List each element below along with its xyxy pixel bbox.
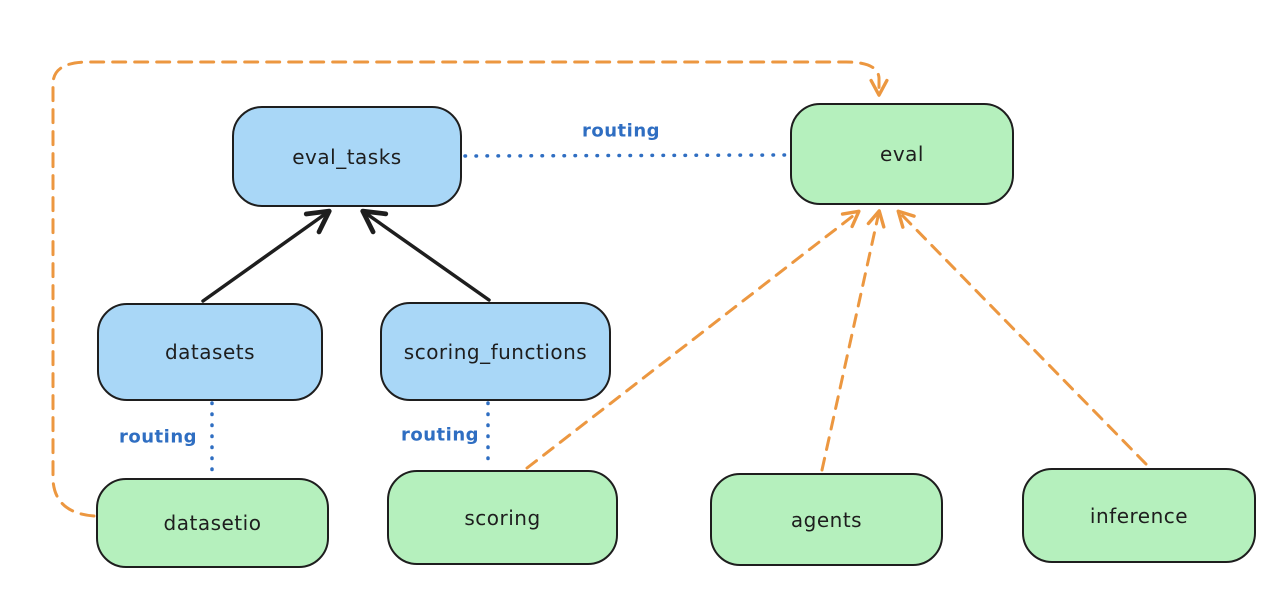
node-datasets: datasets — [97, 303, 323, 401]
node-scoring-label: scoring — [464, 505, 541, 530]
edge-label-routing-eval-tasks-eval: routing — [581, 120, 661, 142]
edge-datasets-to-eval_tasks — [201, 208, 332, 303]
node-datasetio: datasetio — [96, 478, 329, 568]
edge-agents-to-eval — [820, 209, 886, 472]
edge-inference-to-eval — [896, 209, 1148, 466]
node-agents-label: agents — [790, 507, 863, 532]
node-scoring-functions-label: scoring_functions — [403, 339, 588, 364]
node-scoring-functions: scoring_functions — [380, 302, 611, 401]
node-inference-label: inference — [1089, 503, 1189, 528]
node-inference: inference — [1022, 468, 1256, 563]
node-datasets-label: datasets — [164, 340, 256, 364]
edge-scoring_functions-to-eval_tasks — [360, 208, 491, 302]
node-eval-tasks-label: eval_tasks — [292, 144, 402, 169]
node-eval: eval — [790, 103, 1014, 205]
node-scoring: scoring — [387, 470, 618, 565]
edge-datasetio-to-eval — [51, 60, 889, 518]
node-datasetio-label: datasetio — [163, 511, 262, 535]
node-agents: agents — [710, 473, 943, 566]
node-eval-tasks: eval_tasks — [232, 106, 462, 207]
node-eval-label: eval — [880, 142, 924, 166]
edge-eval_tasks-to-eval-routing — [463, 153, 789, 158]
edge-label-routing-datasets-datasetio: routing — [118, 426, 198, 448]
edge-scoring-to-eval — [525, 209, 861, 470]
edge-label-routing-scoring-functions-scoring: routing — [400, 424, 480, 446]
